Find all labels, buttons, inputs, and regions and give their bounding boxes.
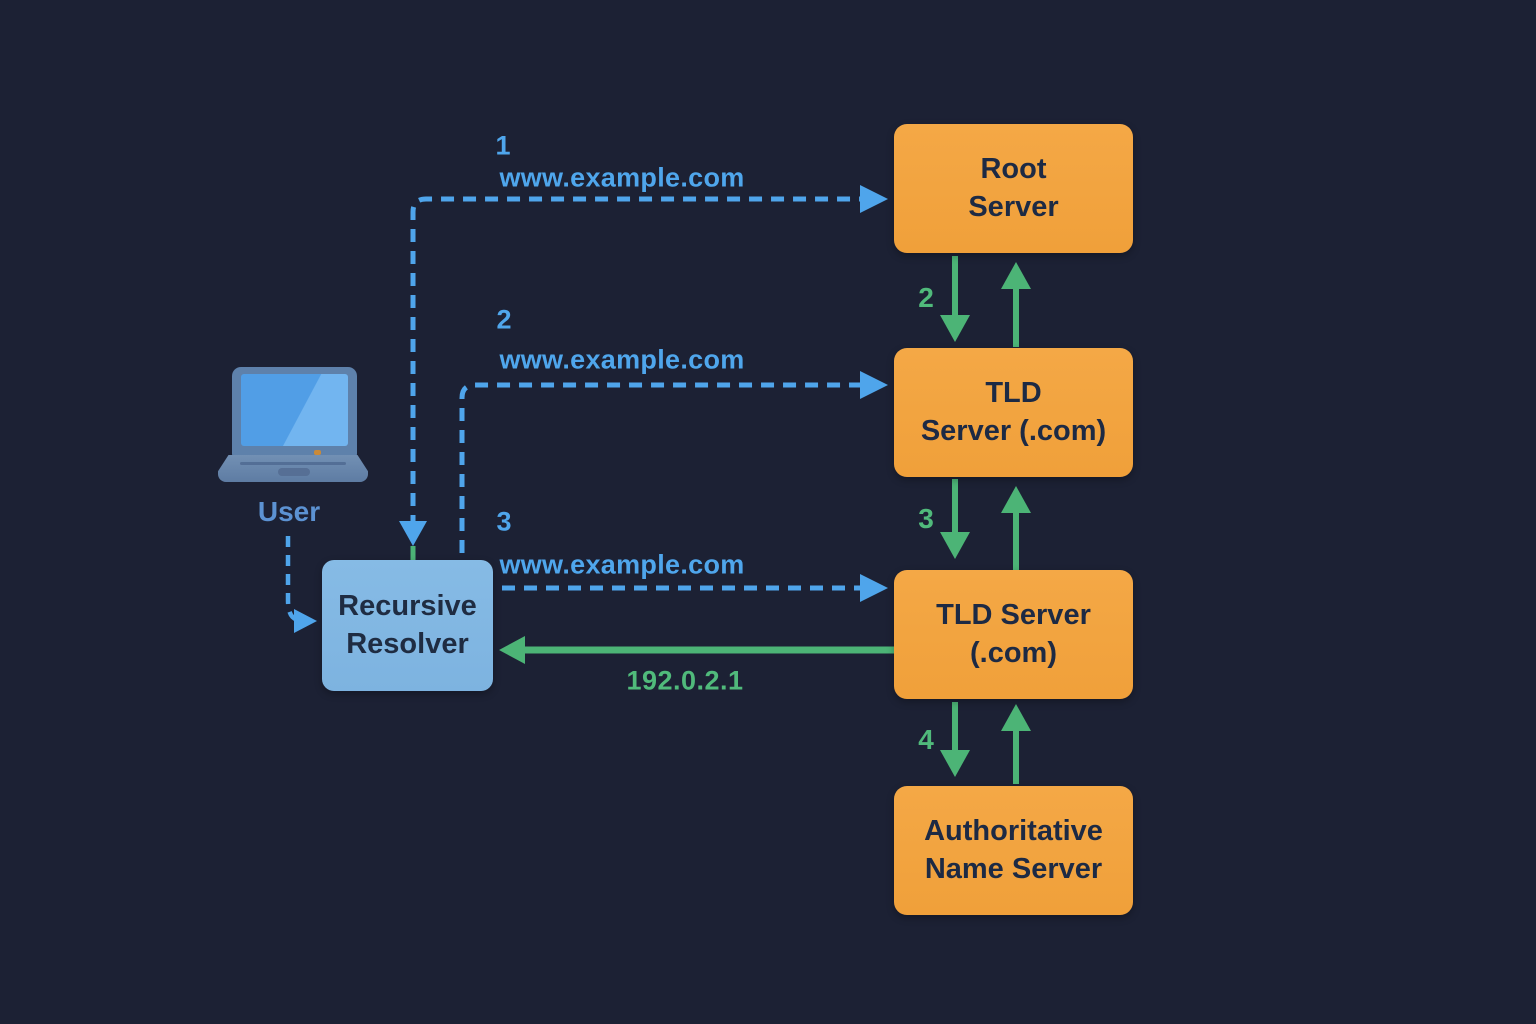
user-query-arrow (285, 536, 317, 633)
query-1-step-number: 1 (495, 130, 511, 161)
query-1-arrowhead-down (399, 521, 427, 546)
authoritative-label-line1: Authoritative (924, 814, 1103, 847)
response-ip-label: 192.0.2.1 (626, 665, 744, 696)
resolver-label-line2: Resolver (346, 627, 469, 660)
tld-server-lower-label-line1: TLD Server (936, 598, 1091, 631)
query-2-hostname: www.example.com (499, 344, 745, 375)
query-2-arrowhead-right (860, 371, 888, 399)
query-2-arrow (459, 371, 888, 553)
node-authoritative-server: Authoritative Name Server (894, 786, 1133, 915)
query-3-step-number: 3 (496, 506, 512, 537)
query-3-arrow (502, 574, 888, 602)
laptop-touchpad (278, 468, 310, 476)
hop-3-step-number: 3 (918, 503, 934, 534)
laptop-logo-dot (314, 450, 321, 455)
query-1-hostname: www.example.com (499, 162, 745, 193)
hop-3-arrows (940, 479, 1031, 571)
hop-2-step-number: 2 (918, 282, 934, 313)
node-recursive-resolver: Recursive Resolver (322, 560, 493, 691)
root-server-label-line1: Root (980, 152, 1047, 185)
query-3-hostname: www.example.com (499, 549, 745, 580)
hop-4-step-number: 4 (918, 724, 934, 755)
root-server-label-line2: Server (968, 190, 1059, 223)
node-tld-server-lower: TLD Server (.com) (894, 570, 1133, 699)
tld-server-lower-label-line2: (.com) (970, 636, 1057, 669)
laptop-keyboard-line (240, 462, 346, 465)
query-1-arrow (399, 185, 888, 546)
hop-2-arrows (940, 256, 1031, 347)
node-tld-server-upper: TLD Server (.com) (894, 348, 1133, 477)
authoritative-label-line2: Name Server (924, 852, 1103, 885)
query-1-arrowhead-right (860, 185, 888, 213)
laptop-icon (218, 363, 368, 483)
user-query-arrowhead (294, 609, 317, 633)
resolver-label-line1: Recursive (338, 589, 477, 622)
query-2-step-number: 2 (496, 304, 512, 335)
response-arrow (499, 636, 895, 664)
user-label: User (257, 496, 321, 527)
query-3-arrowhead-right (860, 574, 888, 602)
response-arrowhead-left (499, 636, 525, 664)
node-root-server: Root Server (894, 124, 1133, 253)
hop-4-arrows (940, 702, 1031, 784)
tld-server-upper-label-line2: Server (.com) (920, 414, 1107, 447)
tld-server-upper-label-line1: TLD (985, 376, 1042, 409)
laptop-screen (241, 374, 348, 446)
